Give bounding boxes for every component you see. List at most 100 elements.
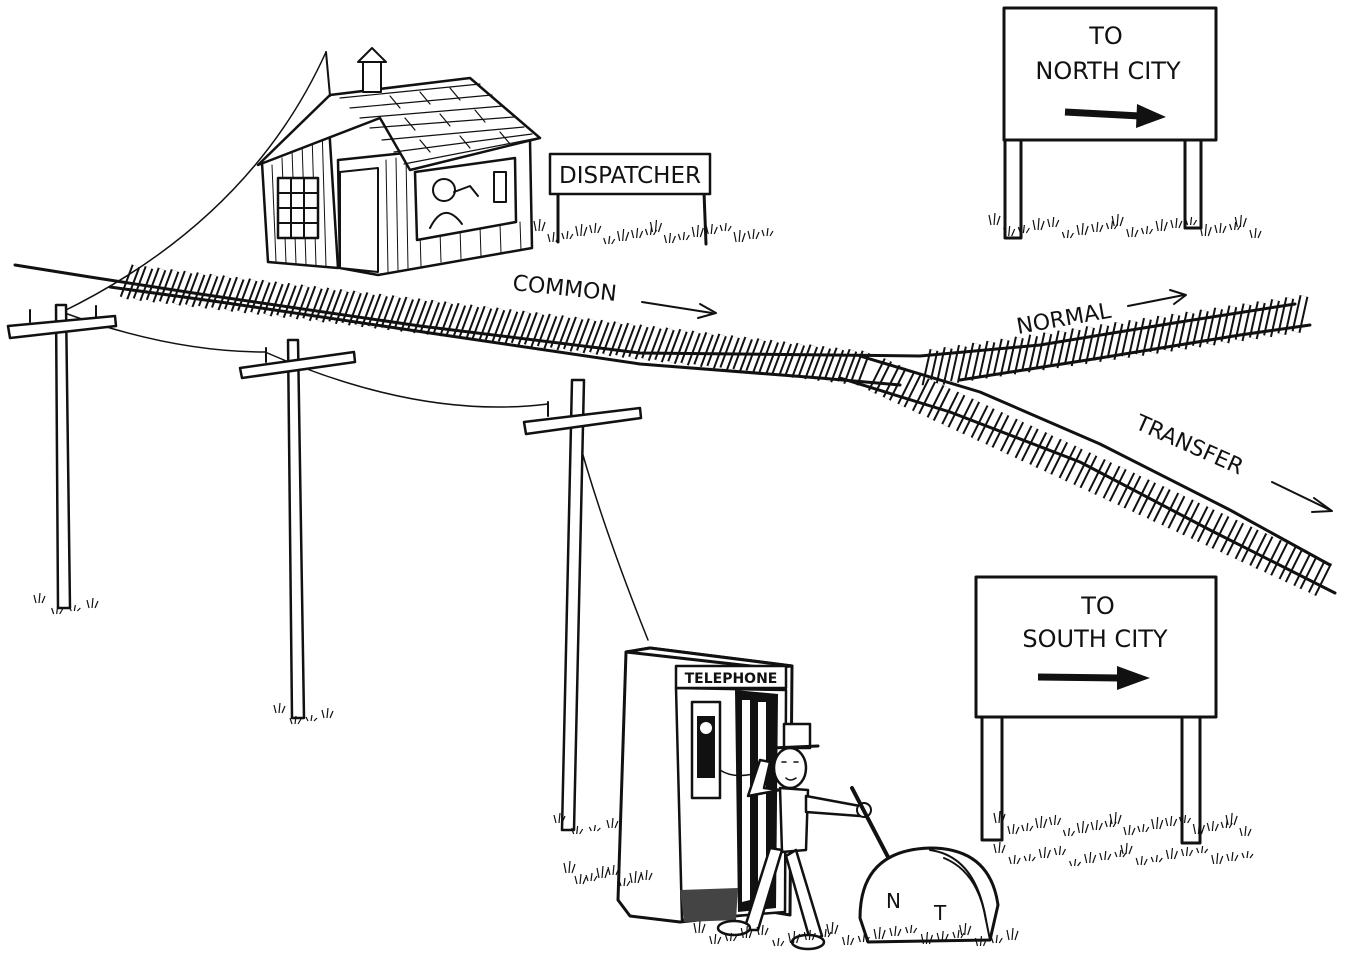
grass-tuft <box>991 935 1002 943</box>
grass-tuft <box>1156 219 1167 231</box>
dispatcher-shed <box>258 48 540 275</box>
grass-tuft <box>1009 855 1020 864</box>
grass-tuft <box>1036 816 1047 828</box>
grass-tuft <box>1226 813 1237 825</box>
telephone-sign-label: TELEPHONE <box>685 671 778 687</box>
railroad-tie-fill <box>1253 535 1269 567</box>
south-city-sign-line-2: SOUTH CITY <box>1022 625 1168 653</box>
grass-tuft <box>748 229 759 239</box>
grass-tuft <box>1138 824 1149 832</box>
grass-tuft <box>1207 821 1218 831</box>
grass-tuft <box>1077 223 1088 235</box>
normal-direction-arrow-icon <box>1128 290 1186 306</box>
switch-normal-marker: N <box>886 889 901 913</box>
grass-tuft <box>608 865 619 875</box>
grass-tuft <box>1142 226 1153 234</box>
grass-tuft <box>632 228 643 238</box>
grass-tuft <box>274 703 285 713</box>
railroad-tie-fill <box>1077 454 1093 486</box>
railroad-tie-fill <box>1063 448 1079 480</box>
grass-tuft <box>706 224 717 234</box>
grass-tuft <box>1008 824 1019 834</box>
grass-tuft <box>534 219 545 231</box>
telephone-wire <box>62 52 648 640</box>
south-city-sign-line-1: TO <box>1080 592 1115 620</box>
grass-tuft <box>1221 820 1232 828</box>
grass-tuft <box>720 223 731 231</box>
grass-tuft <box>1121 843 1132 854</box>
common-track-ties <box>124 266 866 384</box>
grass-tuft <box>1091 820 1102 830</box>
transfer-track-ties <box>872 360 1328 594</box>
grass-tuft <box>1100 851 1111 860</box>
grass-tuft <box>87 598 98 608</box>
grass-tuft <box>1242 851 1253 858</box>
railroad-tie-fill <box>1268 542 1284 574</box>
common-direction-arrow-icon <box>642 302 716 318</box>
grass-tuft <box>650 220 661 232</box>
south-city-sign: TO SOUTH CITY <box>976 577 1216 843</box>
grass-tuft <box>843 935 854 945</box>
grass-tuft <box>692 225 703 237</box>
grass-tuft <box>1050 815 1061 825</box>
north-city-sign-line-2: NORTH CITY <box>1035 57 1181 85</box>
grass-tuft <box>1151 855 1162 862</box>
transfer-direction-arrow-icon <box>1272 482 1332 512</box>
grass-tuft <box>773 938 784 946</box>
grass-tuft <box>564 861 575 873</box>
grass-tuft <box>989 213 1000 225</box>
grass-tuft <box>1250 228 1261 238</box>
grass-tuft <box>734 230 745 242</box>
grass-tuft <box>586 873 597 881</box>
grass-tuft <box>607 818 618 828</box>
grass-tuft <box>618 229 629 241</box>
common-track-label: COMMON <box>511 271 617 307</box>
grass-tuft <box>1024 854 1035 861</box>
grass-tuft <box>1039 847 1050 858</box>
grass-tuft <box>1106 221 1117 229</box>
telephone-pole-1 <box>8 305 116 608</box>
grass-tuft <box>1127 227 1138 237</box>
north-city-sign-line-1: TO <box>1088 22 1123 50</box>
switch-transfer-marker: T <box>933 901 947 925</box>
grass-tuft <box>678 232 689 240</box>
grass-tuft <box>1215 223 1226 233</box>
grass-tuft <box>1197 846 1208 853</box>
grass-tuft <box>322 708 333 718</box>
dispatcher-sign: DISPATCHER <box>550 154 710 244</box>
grass-tuft <box>590 223 601 233</box>
grass-tuft <box>597 866 608 878</box>
railroad-tie-fill <box>931 387 947 419</box>
grass-tuft <box>1136 856 1147 865</box>
grass-tuft <box>1092 222 1103 232</box>
north-city-sign: TO NORTH CITY <box>1004 8 1216 238</box>
normal-track-ties <box>926 296 1304 386</box>
railroad-tie-fill <box>1283 549 1299 581</box>
railroad-tie-fill <box>945 394 961 426</box>
grass-tuft <box>1115 850 1126 857</box>
grass-tuft <box>1085 852 1096 863</box>
grass-tuft <box>1033 218 1044 230</box>
grass-tuft <box>1171 218 1182 228</box>
grass-tuft <box>1240 826 1251 836</box>
grass-tuft <box>1182 847 1193 856</box>
grass-tuft <box>1062 230 1073 238</box>
grass-tuft <box>1235 215 1246 227</box>
grass-tuft <box>1227 852 1238 861</box>
grass-tuft <box>1230 222 1241 230</box>
grass-tuft <box>34 593 45 603</box>
grass-tuft <box>1124 825 1135 835</box>
grass-tuft <box>1054 846 1065 855</box>
grass-tuft <box>589 825 600 831</box>
dispatcher-sign-label: DISPATCHER <box>559 163 701 189</box>
grass-tuft <box>562 231 573 239</box>
grass-tuft <box>1022 823 1033 831</box>
grass-tuft <box>994 842 1005 853</box>
grass-tuft <box>576 224 587 236</box>
grass-tuft <box>646 227 657 235</box>
railroad-tie-fill <box>1048 441 1064 473</box>
grass-tuft <box>1110 812 1121 824</box>
grass-tuft <box>762 228 773 236</box>
grass-tuft <box>694 921 705 933</box>
